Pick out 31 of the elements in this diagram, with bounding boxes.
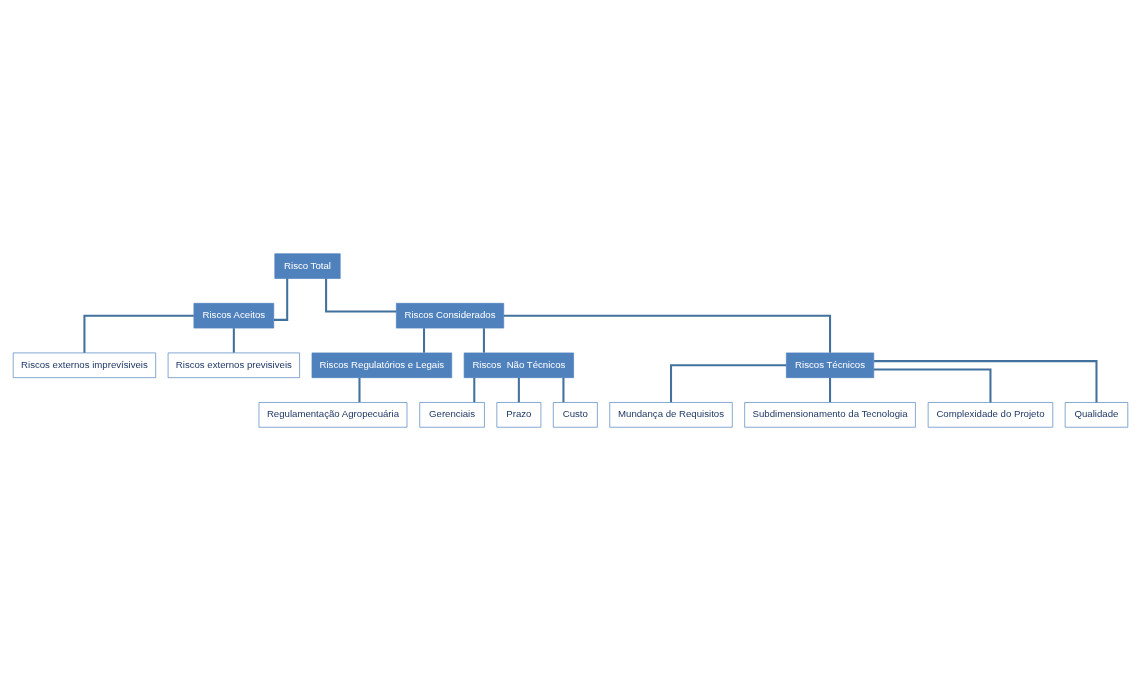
node-box: Riscos Considerados <box>395 302 505 328</box>
connector <box>874 359 1098 402</box>
node-box: Qualidade <box>1064 401 1129 428</box>
connector <box>83 314 194 353</box>
connector <box>503 314 832 353</box>
connector <box>873 367 992 402</box>
node-box: Riscos externos imprevísiveis <box>12 352 157 378</box>
connector <box>829 377 832 402</box>
connector <box>423 327 426 353</box>
node-box: Risco Total <box>274 252 341 279</box>
node-box: Gerenciais <box>419 401 485 428</box>
node-box: Riscos Não Técnicos <box>463 352 574 378</box>
node-box: Riscos Aceitos <box>193 302 275 328</box>
connector <box>482 327 485 353</box>
node-box: Mundança de Requisitos <box>609 401 733 428</box>
connector <box>562 377 565 402</box>
node-box: Prazo <box>496 401 542 428</box>
node-box: Riscos Técnicos <box>786 352 875 378</box>
connector <box>670 363 787 402</box>
connector <box>232 327 235 353</box>
connector <box>325 278 397 313</box>
node-box: Custo <box>552 401 598 428</box>
connector <box>517 377 520 402</box>
node-box: Riscos Regulatórios e Legais <box>311 352 453 378</box>
node-box: Riscos externos previsiveis <box>167 352 300 378</box>
connector <box>274 278 289 321</box>
node-box: Subdimensionamento da Tecnologia <box>744 401 916 428</box>
connector <box>358 377 361 402</box>
connector <box>473 377 476 402</box>
node-box: Complexidade do Projeto <box>927 401 1054 428</box>
node-box: Regulamentação Agropecuária <box>258 401 408 428</box>
